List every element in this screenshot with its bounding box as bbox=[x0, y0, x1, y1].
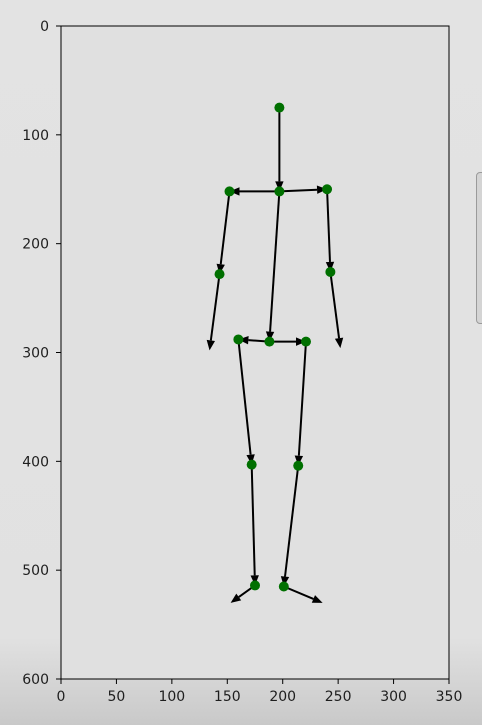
keypoint-6 bbox=[264, 336, 275, 347]
keypoint-1 bbox=[274, 186, 285, 197]
keypoint-0 bbox=[274, 102, 285, 113]
arrow-shaft-3 bbox=[219, 191, 231, 265]
keypoint-2 bbox=[224, 186, 235, 197]
x-tick-label-0: 0 bbox=[57, 689, 66, 705]
y-tick-label-3: 300 bbox=[22, 346, 49, 362]
arrow-head-0 bbox=[275, 181, 284, 192]
arrow-shaft-15 bbox=[283, 585, 314, 600]
y-tick-label-5: 500 bbox=[22, 563, 49, 579]
arrow-head-15 bbox=[311, 595, 323, 603]
arrow-head-5 bbox=[325, 261, 335, 272]
x-tick-label-2: 100 bbox=[158, 689, 185, 705]
keypoint-11 bbox=[250, 580, 260, 591]
arrow-head-14 bbox=[230, 593, 242, 603]
x-tick-label-5: 250 bbox=[325, 689, 352, 705]
y-tick-label-0: 0 bbox=[40, 19, 49, 35]
y-tick-label-6: 600 bbox=[22, 672, 49, 688]
arrow-head-3 bbox=[216, 263, 225, 275]
x-tick-label-3: 150 bbox=[214, 689, 241, 705]
skeleton-arrows bbox=[206, 107, 344, 603]
arrow-head-13 bbox=[280, 576, 290, 587]
arrow-shaft-10 bbox=[237, 339, 252, 455]
arrow-head-7 bbox=[265, 331, 275, 342]
x-tick-label-1: 50 bbox=[108, 689, 126, 705]
arrow-head-2 bbox=[316, 185, 328, 194]
y-tick-label-1: 100 bbox=[22, 128, 49, 144]
x-tick-label-7: 350 bbox=[436, 689, 463, 705]
arrow-head-8 bbox=[238, 335, 249, 345]
arrow-shaft-2 bbox=[279, 188, 318, 193]
keypoint-12 bbox=[278, 581, 289, 592]
arrow-head-11 bbox=[294, 455, 304, 466]
x-tick-label-4: 200 bbox=[269, 689, 296, 705]
arrow-head-4 bbox=[206, 339, 216, 351]
arrow-shaft-13 bbox=[284, 465, 300, 577]
y-axis: 0 100 200 300 400 500 600 bbox=[22, 19, 61, 688]
arrow-shaft-5 bbox=[326, 189, 331, 263]
y-tick-label-4: 400 bbox=[22, 454, 49, 470]
arrow-shaft-11 bbox=[297, 341, 307, 456]
keypoint-5 bbox=[325, 266, 336, 277]
keypoint-10 bbox=[293, 460, 304, 471]
arrow-shaft-4 bbox=[209, 274, 221, 341]
keypoint-7 bbox=[233, 334, 244, 345]
arrow-head-10 bbox=[246, 454, 255, 465]
x-tick-label-6: 300 bbox=[380, 689, 407, 705]
arrow-shaft-6 bbox=[329, 271, 341, 339]
panel-edge-handle[interactable] bbox=[476, 172, 482, 324]
y-tick-label-2: 200 bbox=[22, 237, 49, 253]
arrow-head-6 bbox=[334, 337, 344, 349]
keypoint-3 bbox=[322, 184, 333, 195]
keypoint-4 bbox=[214, 269, 225, 280]
arrow-shaft-12 bbox=[250, 464, 256, 576]
keypoints bbox=[214, 102, 336, 592]
keypoint-8 bbox=[300, 336, 311, 347]
arrow-head-12 bbox=[250, 575, 259, 586]
x-axis: 0 50 100 150 200 250 300 350 bbox=[57, 679, 463, 705]
keypoint-9 bbox=[246, 459, 257, 470]
arrow-shaft-7 bbox=[269, 191, 281, 332]
